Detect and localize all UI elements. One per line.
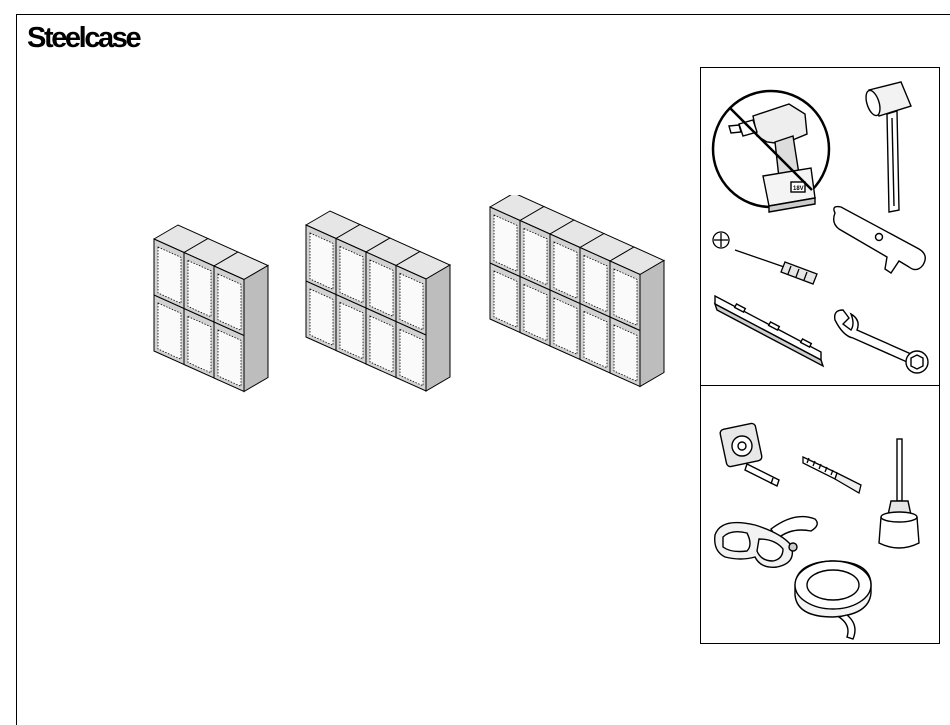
required-tools-panel: 18V: [701, 68, 939, 386]
shelving-unit: [306, 211, 450, 391]
shelving-illustration: [140, 195, 680, 435]
shelving-unit: [154, 225, 268, 392]
tools-box: 18V: [700, 67, 940, 644]
battery-label: 18V: [793, 186, 804, 192]
drill-bit-icon: [801, 453, 866, 498]
mallet-icon: [861, 78, 921, 218]
hand-awl-icon: [875, 435, 925, 560]
tape-roll-icon: [789, 553, 879, 643]
shelving-unit: [490, 195, 664, 387]
combination-wrench-icon: [829, 306, 934, 376]
tape-measure-icon: [717, 420, 787, 490]
shelving-units-drawing: [140, 195, 680, 435]
brand-logo: Steelcase: [27, 22, 139, 55]
level-icon: [711, 290, 826, 370]
phillips-screwdriver-icon: [711, 228, 826, 288]
no-power-drill-icon: 18V: [707, 74, 835, 224]
optional-tools-panel: [701, 385, 939, 643]
adjustment-key-icon: [829, 203, 934, 278]
